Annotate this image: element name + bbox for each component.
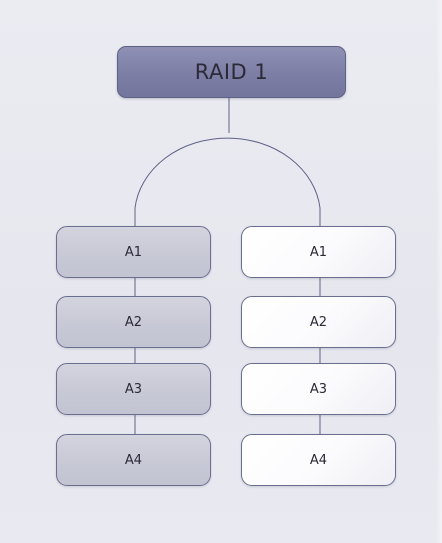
raid-level-box: RAID 1: [117, 46, 346, 98]
left-disk-block-3: A3: [56, 363, 211, 415]
block-label: A4: [309, 452, 328, 468]
block-label: A1: [124, 244, 143, 260]
right-disk-block-3: A3: [241, 363, 396, 415]
block-label: A1: [309, 244, 328, 260]
block-label: A2: [124, 314, 143, 330]
raid-level-label: RAID 1: [194, 60, 269, 84]
block-label: A4: [124, 452, 143, 468]
left-disk-block-2: A2: [56, 296, 211, 348]
right-disk-block-2: A2: [241, 296, 396, 348]
right-disk-block-4: A4: [241, 434, 396, 486]
mirror-arc: [134, 137, 321, 226]
block-label: A2: [309, 314, 328, 330]
left-disk-block-4: A4: [56, 434, 211, 486]
block-label: A3: [309, 381, 328, 397]
right-disk-block-1: A1: [241, 226, 396, 278]
block-label: A3: [124, 381, 143, 397]
left-disk-block-1: A1: [56, 226, 211, 278]
